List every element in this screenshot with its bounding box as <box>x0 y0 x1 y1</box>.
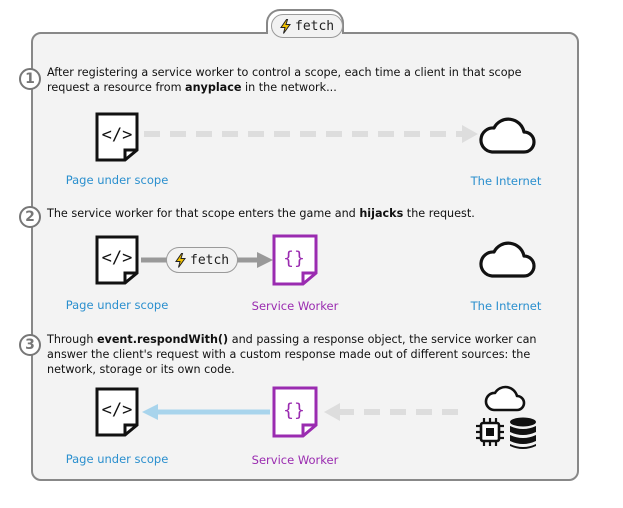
database-icon <box>510 417 536 449</box>
step-3-page-caption: Page under scope <box>65 452 169 466</box>
step-3-text: Through event.respondWith() and passing … <box>47 333 537 376</box>
page-document-icon: </> <box>95 112 139 162</box>
step-2-internet-caption: The Internet <box>470 299 542 313</box>
lightning-icon <box>175 252 186 268</box>
cloud-icon <box>479 117 536 154</box>
fetch-label: fetch <box>295 18 335 34</box>
svg-text:</>: </> <box>102 400 133 420</box>
step-2-page-caption: Page under scope <box>65 298 169 312</box>
step-2-text: The service worker for that scope enters… <box>47 207 475 220</box>
step-number-2: 2 <box>19 206 41 228</box>
svg-text:</>: </> <box>102 125 133 145</box>
step-number-3: 3 <box>19 334 41 356</box>
fetch-pill-intercepted: fetch <box>166 247 239 273</box>
svg-text:</>: </> <box>102 248 133 268</box>
step-1-page-caption: Page under scope <box>65 173 169 187</box>
response-arrow <box>142 404 270 420</box>
page-document-icon: </> <box>95 235 139 285</box>
service-worker-icon: {} <box>272 386 318 438</box>
lightning-icon <box>280 18 291 34</box>
step-3-sw-caption: Service Worker <box>251 453 339 467</box>
step-1-text: After registering a service worker to co… <box>47 66 522 94</box>
page-document-icon: </> <box>95 387 139 437</box>
step-number-1: 1 <box>19 68 41 90</box>
sources-cloud-icon <box>484 385 526 412</box>
cloud-icon <box>479 241 536 278</box>
chip-icon <box>476 418 504 446</box>
svg-text:{}: {} <box>283 400 305 421</box>
sources-arrow-dashed <box>324 403 466 421</box>
fetch-pill-header: fetch <box>271 14 344 38</box>
service-worker-icon: {} <box>272 234 318 286</box>
step-1-internet-caption: The Internet <box>470 174 542 188</box>
fetch-label: fetch <box>190 252 230 268</box>
step-2-sw-caption: Service Worker <box>251 299 339 313</box>
request-arrow-dashed <box>144 125 478 143</box>
svg-text:{}: {} <box>283 248 305 269</box>
